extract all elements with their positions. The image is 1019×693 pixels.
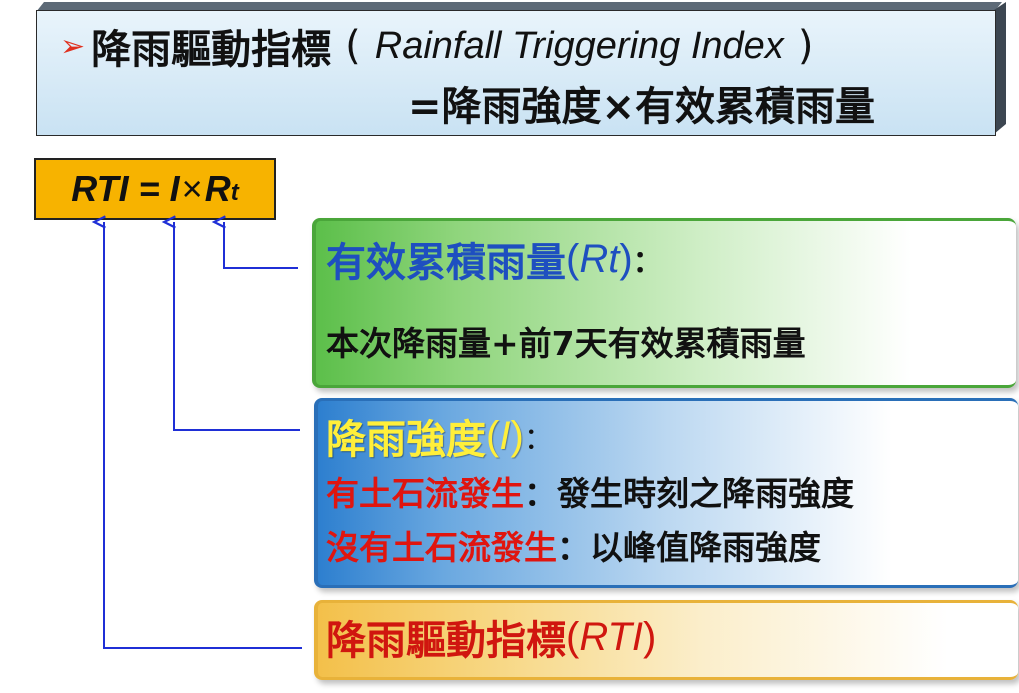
i-var-open: (: [486, 413, 500, 458]
title-line-1: ➢ 降雨驅動指標 ( Rainfall Triggering Index ): [60, 18, 827, 74]
i-title-zh: 降雨強度: [326, 417, 486, 463]
rti-var-close: ): [643, 614, 657, 659]
i-row2-sep: ：: [557, 528, 590, 567]
rti-title-zh: 降雨驅動指標: [326, 618, 566, 664]
i-row1-sep: ：: [524, 474, 557, 513]
rt-title-zh: 有效累積雨量: [326, 240, 566, 286]
rti-panel: [314, 600, 1018, 680]
arrow-bullet-icon: ➢: [60, 28, 86, 64]
i-colon: ：: [523, 423, 554, 456]
formula-times: ×: [181, 168, 203, 209]
rt-panel: [312, 218, 1016, 388]
rt-panel-title: 有效累積雨量 ( Rt ) ：: [326, 230, 663, 288]
i-row-no-debris-flow: 沒有土石流發生 ： 以峰值降雨強度: [326, 520, 821, 570]
connector-rt: [211, 215, 298, 269]
title-en: Rainfall Triggering Index: [374, 24, 784, 67]
title-line-2: =降雨強度×有效累積雨量: [408, 84, 876, 130]
title-paren-close: ): [797, 23, 814, 69]
i-row1-label: 有土石流發生: [326, 474, 524, 513]
rti-var: RTI: [579, 614, 644, 659]
rt-colon: ：: [632, 245, 663, 280]
rt-panel-body: 本次降雨量+前7天有效累積雨量: [326, 324, 806, 363]
i-panel: [314, 398, 1018, 588]
banner-depth-side: [994, 2, 1006, 134]
title-zh: 降雨驅動指標: [91, 27, 332, 73]
i-row1-value: 發生時刻之降雨強度: [557, 474, 854, 513]
rt-var-open: (: [566, 236, 580, 281]
i-row2-value: 以峰值降雨強度: [590, 528, 821, 567]
formula-subscript: t: [230, 179, 239, 206]
connector-rti: [91, 215, 302, 649]
rt-var: Rt: [579, 236, 620, 281]
i-row2-label: 沒有土石流發生: [326, 528, 557, 567]
title-banner: [36, 10, 996, 136]
i-var: I: [499, 413, 511, 458]
formula-r: R: [204, 168, 231, 209]
rti-var-open: (: [566, 614, 580, 659]
formula-box: RTI = I × R t: [34, 158, 276, 220]
rt-var-close: ): [619, 236, 633, 281]
rti-panel-title: 降雨驅動指標 ( RTI ): [326, 608, 656, 666]
i-panel-title: 降雨強度 ( I ) ：: [326, 408, 554, 464]
i-row-debris-flow: 有土石流發生 ： 發生時刻之降雨強度: [326, 466, 854, 516]
formula-lhs: RTI = I: [71, 168, 180, 209]
connector-i: [161, 215, 300, 431]
i-var-close: ): [510, 413, 524, 458]
title-paren-open: (: [345, 23, 361, 69]
banner-depth-top: [36, 2, 1002, 12]
